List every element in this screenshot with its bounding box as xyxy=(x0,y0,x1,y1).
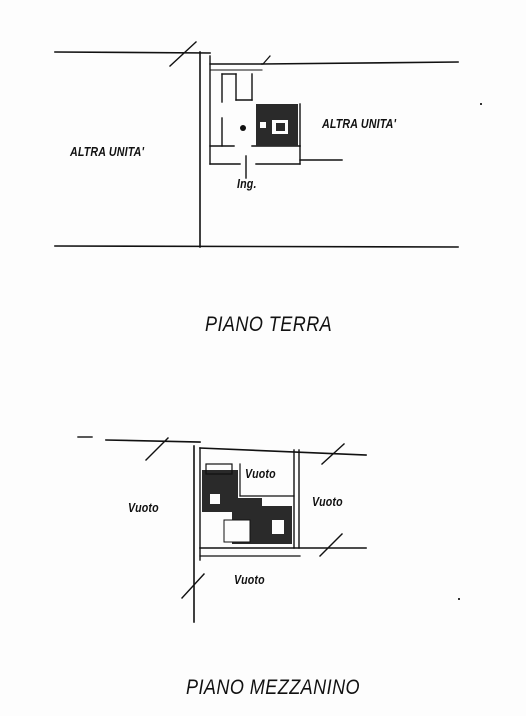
scan-speck xyxy=(480,103,482,105)
scan-speck xyxy=(458,598,460,600)
mezz-void-top-label: Vuoto xyxy=(245,466,276,481)
cut-mark xyxy=(169,41,197,67)
right-unit-label: ALTRA UNITA' xyxy=(322,116,397,131)
mezzanine-title: PIANO MEZZANINO xyxy=(186,676,361,699)
mezz-cut-mark xyxy=(145,437,169,461)
ground-floor-title: PIANO TERRA xyxy=(205,313,333,336)
left-unit-label: ALTRA UNITA' xyxy=(70,144,145,159)
mezz-void-bottom-label: Vuoto xyxy=(234,572,265,587)
mezz-void-left-label: Vuoto xyxy=(128,500,159,515)
mezz-void-right-label: Vuoto xyxy=(312,494,343,509)
ground-floor-plan xyxy=(54,41,459,248)
top-boundary-line-right xyxy=(261,61,459,65)
entrance-label: Ing. xyxy=(237,176,257,191)
mezz-cut-mark-bottom xyxy=(181,573,205,599)
bottom-boundary-line xyxy=(54,245,459,248)
fixture-dot xyxy=(240,125,246,131)
mezz-cut-mark-lower xyxy=(319,533,343,557)
mezz-cut-mark-right xyxy=(321,443,345,465)
cut-mark-right xyxy=(262,55,271,65)
